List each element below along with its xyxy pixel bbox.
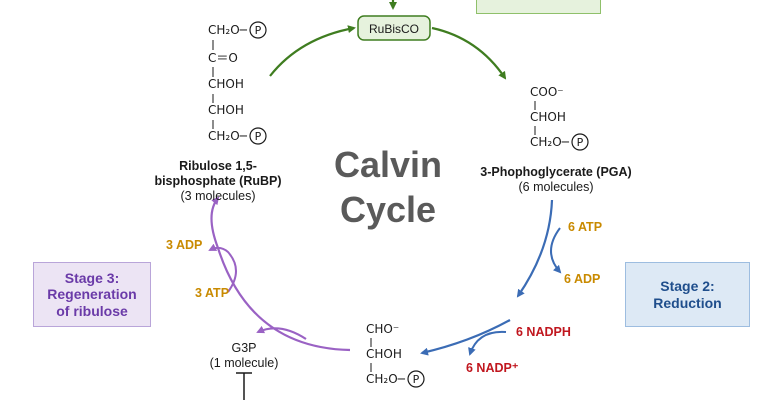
rubisco-box <box>357 15 431 41</box>
stage1-box-edge <box>476 0 601 14</box>
adp-regen-label: 3 ADP <box>166 238 202 252</box>
stage2-box: Stage 2: Reduction <box>625 262 750 327</box>
reduction-arrow-2 <box>420 319 511 356</box>
title-line1: Calvin <box>334 144 442 185</box>
svg-text:C＝O: C＝O <box>208 51 238 65</box>
pga-formula: COO⁻ CHOH CH₂O─ P <box>530 85 589 151</box>
stage3-title: Stage 3: <box>64 270 120 287</box>
rubp-count: (3 molecules) <box>180 189 255 203</box>
g3p-formula: CHO⁻ CHOH CH₂O─ P <box>366 322 425 388</box>
reduction-arrow-1 <box>516 199 554 298</box>
nadp-label: 6 NADP⁺ <box>466 361 519 375</box>
svg-text:P: P <box>413 373 420 386</box>
title-line2: Cycle <box>340 189 436 230</box>
nadph-label: 6 NADPH <box>516 325 571 339</box>
regeneration-arrow <box>210 196 351 352</box>
atp-branch-arrow <box>550 227 562 274</box>
svg-text:P: P <box>255 130 262 143</box>
g3p-output-name: G3P <box>231 341 256 355</box>
stage2-line2: Reduction <box>653 294 722 311</box>
atp-reduction-label: 6 ATP <box>568 220 602 234</box>
svg-text:CHOH: CHOH <box>208 77 244 91</box>
rubp-formula: CH₂O─ C＝O CHOH CHOH CH₂O─ P P <box>208 21 267 145</box>
svg-text:CHOH: CHOH <box>530 110 566 124</box>
stage3-box: Stage 3: Regeneration of ribulose <box>33 262 151 327</box>
atp-regen-branch-arrow <box>208 243 237 293</box>
nadph-branch-arrow <box>468 330 507 356</box>
stage3-line3: of ribulose <box>56 302 128 319</box>
svg-text:CHO⁻: CHO⁻ <box>366 322 399 336</box>
svg-text:CH₂O─: CH₂O─ <box>366 372 406 386</box>
stage3-line2: Regeneration <box>47 286 137 303</box>
svg-text:CH₂O─: CH₂O─ <box>208 23 248 37</box>
adp-reduction-label: 6 ADP <box>564 272 600 286</box>
g3p-output-arrow <box>256 325 307 340</box>
svg-text:P: P <box>255 24 262 37</box>
svg-text:CH₂O─: CH₂O─ <box>208 129 248 143</box>
svg-text:CHOH: CHOH <box>366 347 402 361</box>
svg-text:P: P <box>577 136 584 149</box>
atp-regen-label: 3 ATP <box>195 286 229 300</box>
rubp-name-line1: Ribulose 1,5- <box>179 159 257 173</box>
svg-text:CH₂O─: CH₂O─ <box>530 135 570 149</box>
fixation-arrow-out <box>431 26 507 80</box>
g3p-output-count: (1 molecule) <box>210 356 279 370</box>
pga-name: 3-Phophoglycerate (PGA) <box>480 165 631 179</box>
rubisco-label: RuBisCO <box>369 22 419 36</box>
pga-count: (6 molecules) <box>518 180 593 194</box>
rubp-name-line2: bisphosphate (RuBP) <box>154 174 281 188</box>
svg-text:CHOH: CHOH <box>208 103 244 117</box>
svg-text:COO⁻: COO⁻ <box>530 85 564 99</box>
fixation-arrow-in <box>269 25 356 77</box>
stage2-title: Stage 2: <box>660 278 715 295</box>
